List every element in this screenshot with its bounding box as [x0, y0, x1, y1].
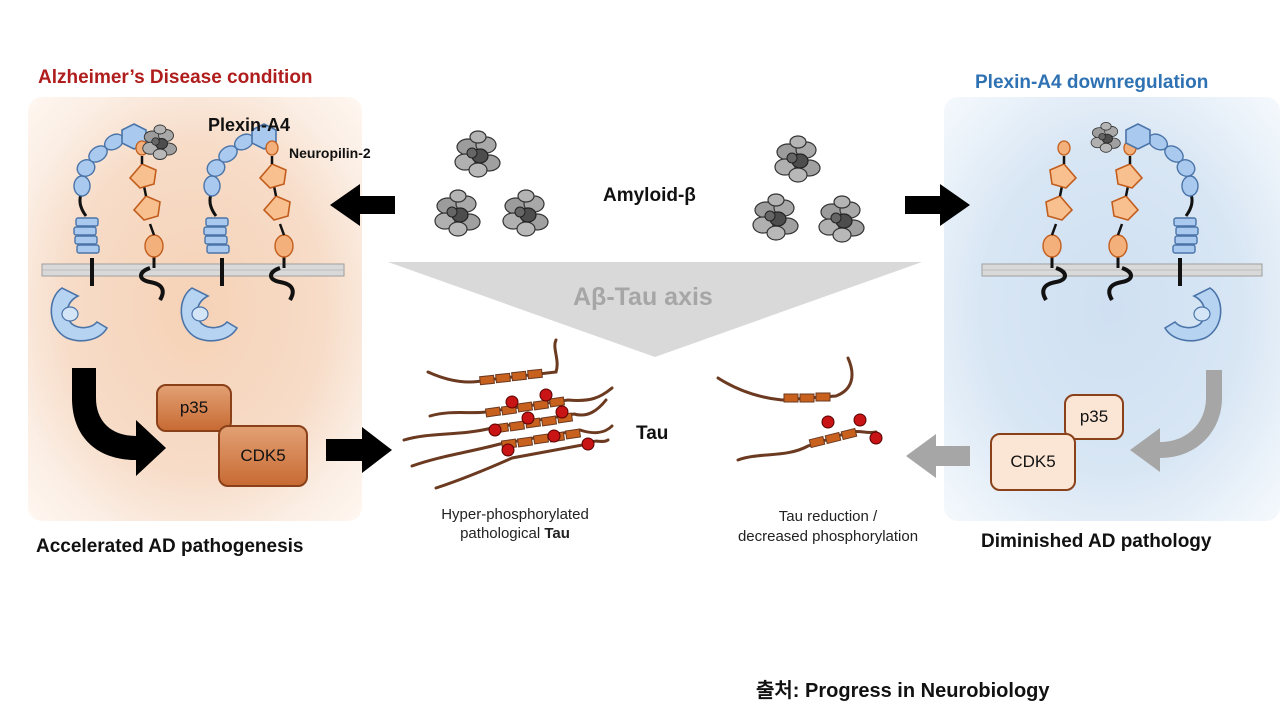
amyloid-aggregate-3	[502, 189, 549, 237]
bound-amyloid-right	[1090, 122, 1121, 153]
plexin-a4-receptor-2	[179, 122, 278, 343]
cdk5-box-right: CDK5	[990, 433, 1076, 491]
reduced-tau-line2: decreased phosphorylation	[737, 528, 919, 545]
amyloid-aggregate-4	[774, 135, 821, 183]
plexin-a4-receptor-3	[1124, 122, 1223, 343]
neuropilin-2-label: Neuropilin-2	[289, 145, 371, 161]
bound-amyloid-left	[142, 124, 177, 160]
arrow-to-reduced-tau	[906, 434, 970, 478]
downregulation-title: Plexin-A4 downregulation	[975, 72, 1209, 93]
ad-condition-title: Alzheimer’s Disease condition	[38, 67, 313, 88]
source-name: Progress in Neurobiology	[805, 680, 1050, 702]
reduced-tau-segments	[783, 392, 858, 449]
p35-box-left: p35	[156, 384, 232, 432]
arrow-to-hyper-tau	[326, 427, 392, 473]
curved-arrow-left	[72, 368, 166, 476]
source-credit: 출처: Progress in Neurobiology	[756, 674, 1050, 703]
amyloid-aggregate-6	[818, 195, 865, 243]
abeta-tau-axis-label: Aβ-Tau axis	[573, 283, 713, 311]
amyloid-beta-label: Amyloid-β	[603, 185, 696, 206]
reduced-tau-description: Tau reduction / decreased phosphorylatio…	[708, 507, 948, 547]
source-prefix: 출처:	[756, 680, 800, 702]
p35-label-right: p35	[1079, 407, 1109, 426]
cdk5-box-left: CDK5	[218, 425, 308, 487]
hyper-tau-line2: pathological Tau	[405, 524, 625, 543]
hyper-tau-segments	[479, 368, 582, 450]
hyper-tau-line2-bold: Tau	[544, 525, 570, 542]
p35-box-right: p35	[1064, 394, 1124, 440]
curved-arrow-right	[1130, 370, 1222, 472]
reduced-tau-line1: Tau reduction /	[778, 508, 878, 525]
cdk5-label-left: CDK5	[240, 446, 286, 465]
hyper-tau-line1: Hyper-phosphorylated	[441, 506, 589, 523]
reduced-tau	[716, 356, 878, 462]
tau-label: Tau	[636, 423, 669, 444]
p35-label-left: p35	[179, 398, 209, 417]
abeta-tau-axis-triangle	[388, 262, 922, 357]
diminished-pathology-label: Diminished AD pathology	[981, 531, 1212, 552]
arrow-right-top	[905, 184, 970, 226]
hyper-tau-line2-prefix: pathological	[460, 525, 545, 542]
hyper-tau-description: Hyper-phosphorylated pathological Tau	[405, 505, 625, 543]
amyloid-aggregate-5	[752, 193, 799, 241]
arrow-left-top	[330, 184, 395, 226]
amyloid-aggregate-2	[434, 189, 481, 237]
accelerated-pathogenesis-label: Accelerated AD pathogenesis	[36, 536, 304, 557]
plexin-a4-receptor-1	[49, 122, 148, 343]
cdk5-label-right: CDK5	[1010, 452, 1056, 471]
plexin-a4-label: Plexin-A4	[208, 115, 291, 135]
amyloid-aggregate-1	[454, 130, 501, 178]
